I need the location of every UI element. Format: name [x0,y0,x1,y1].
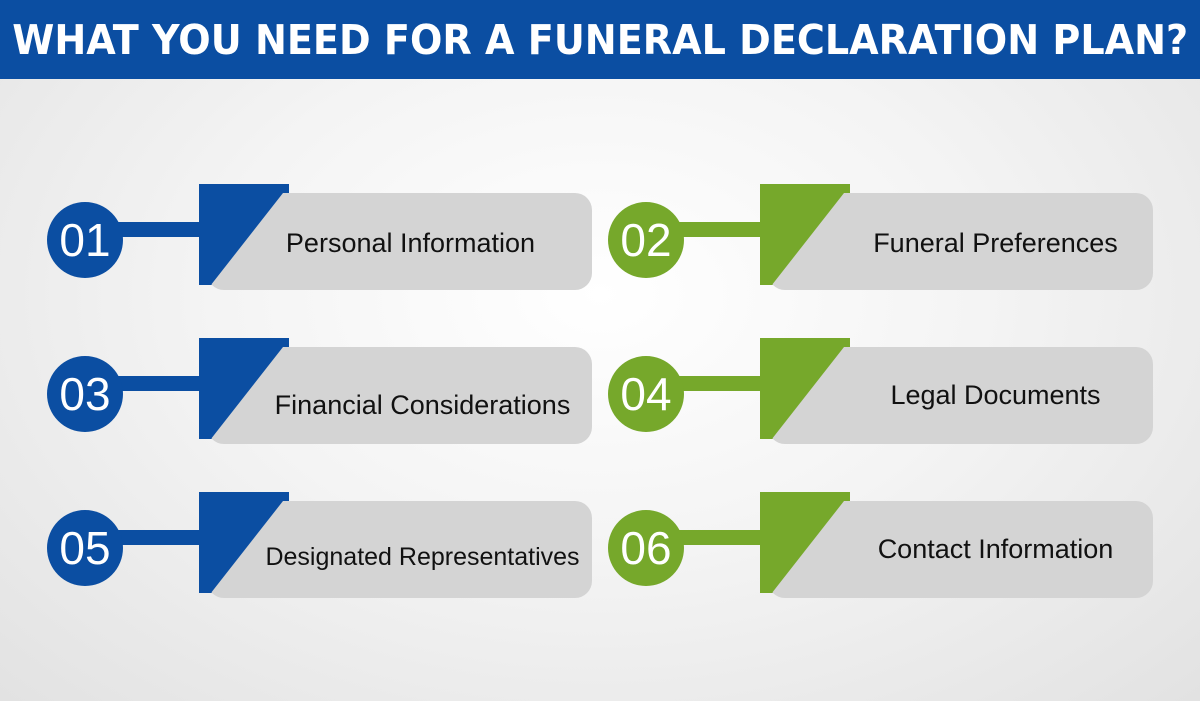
item-number-badge: 05 [47,510,123,586]
item-label: Legal Documents [890,380,1101,410]
item-number-badge: 06 [608,510,684,586]
item-card: Funeral Preferences [768,193,1153,290]
item-label: Personal Information [285,228,536,258]
item-label: Financial Considerations [274,390,571,420]
list-item-02: Funeral Preferences 02 [608,184,1153,292]
header-banner: WHAT YOU NEED FOR A FUNERAL DECLARATION … [0,0,1200,79]
item-label: Funeral Preferences [873,228,1118,258]
item-card: Financial Considerations [207,347,592,444]
list-item-01: Personal Information 01 [47,184,592,292]
item-card: Contact Information [768,501,1153,598]
item-label: Contact Information [877,534,1114,564]
item-label: Designated Representatives [265,543,580,571]
list-item-04: Legal Documents 04 [608,338,1153,446]
item-number-badge: 04 [608,356,684,432]
list-item-03: Financial Considerations 03 [47,338,592,446]
item-number-badge: 03 [47,356,123,432]
item-number-badge: 02 [608,202,684,278]
list-item-05: Designated Representatives 05 [47,492,592,600]
item-card: Personal Information [207,193,592,290]
list-item-06: Contact Information 06 [608,492,1153,600]
item-card: Legal Documents [768,347,1153,444]
item-number-badge: 01 [47,202,123,278]
page-title: WHAT YOU NEED FOR A FUNERAL DECLARATION … [12,15,1188,64]
item-card: Designated Representatives [207,501,592,598]
